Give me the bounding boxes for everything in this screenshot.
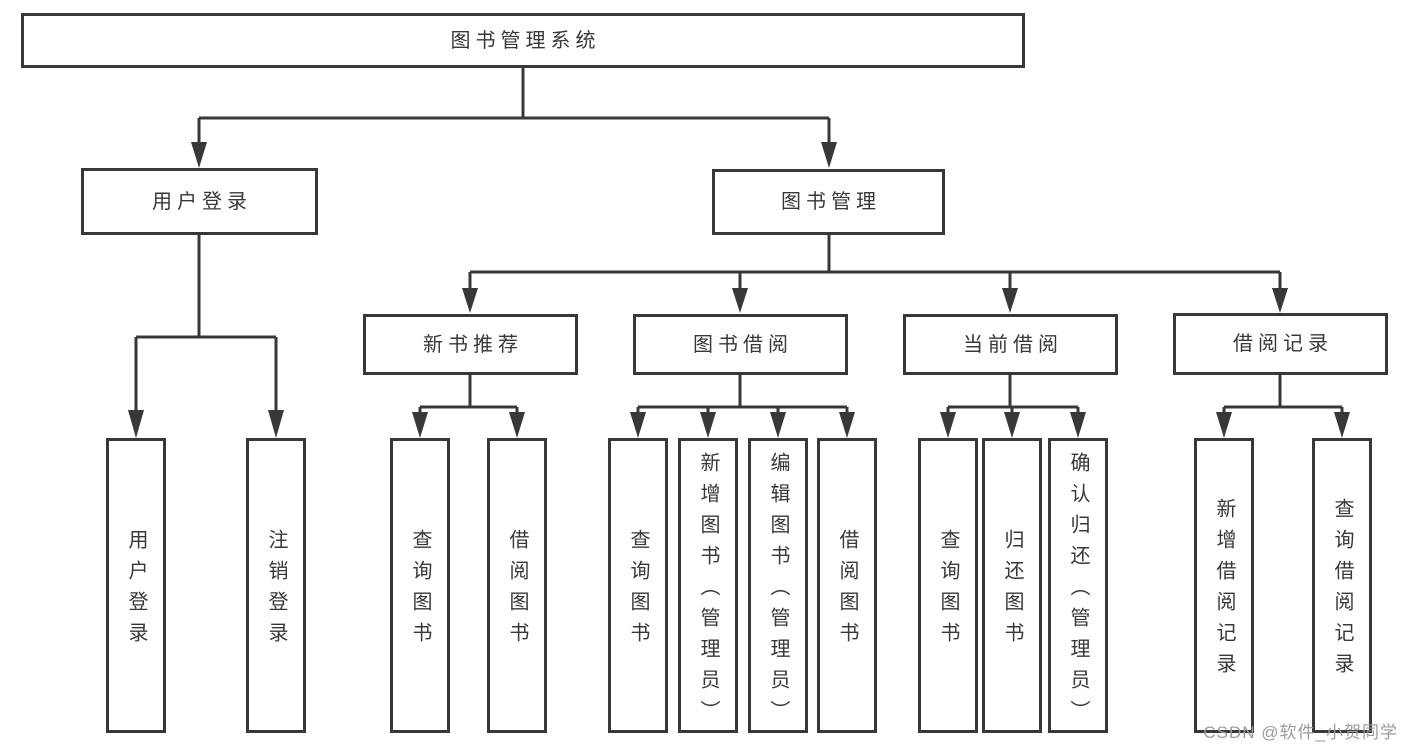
- node-label: 用户登录: [152, 190, 252, 213]
- node-current-borrowing: 当前借阅: [903, 314, 1118, 375]
- node-label: 查询借阅记录: [1331, 498, 1353, 684]
- node-label: 确认归还（管理员）: [1067, 451, 1089, 731]
- node-label: 图书管理: [781, 191, 881, 213]
- node-new-book-recommend: 新书推荐: [363, 314, 578, 375]
- leaf-query-books-current: 查询图书: [918, 438, 978, 733]
- node-label: 借阅图书: [506, 529, 528, 653]
- node-library-system: 图书管理系统: [21, 13, 1025, 68]
- leaf-edit-books-admin: 编辑图书（管理员）: [748, 438, 808, 733]
- node-label: 编辑图书（管理员）: [767, 451, 789, 731]
- node-book-borrowing: 图书借阅: [633, 314, 848, 375]
- node-label: 注销登录: [265, 529, 287, 653]
- leaf-add-books-admin: 新增图书（管理员）: [678, 438, 738, 733]
- node-label: 图书借阅: [693, 333, 793, 356]
- node-label: 图书管理系统: [450, 29, 601, 52]
- leaf-confirm-return-admin: 确认归还（管理员）: [1048, 438, 1108, 733]
- node-label: 查询图书: [627, 529, 649, 653]
- node-label: 借阅图书: [836, 529, 858, 653]
- leaf-borrow-books-recommend: 借阅图书: [487, 438, 547, 733]
- branch-borrow-records-to-leaves: [1216, 375, 1350, 438]
- leaf-add-borrow-record: 新增借阅记录: [1194, 438, 1254, 733]
- leaf-query-books-recommend: 查询图书: [390, 438, 450, 733]
- node-label: 归还图书: [1001, 529, 1023, 653]
- node-label: 用户登录: [125, 529, 147, 653]
- node-label: 查询图书: [409, 529, 431, 653]
- node-label: 当前借阅: [963, 333, 1063, 356]
- leaf-query-books-borrowing: 查询图书: [608, 438, 668, 733]
- branch-new-book-recommend-to-leaves: [412, 375, 525, 438]
- leaf-return-books: 归还图书: [982, 438, 1042, 733]
- node-label: 查询图书: [937, 529, 959, 653]
- node-label: 新增图书（管理员）: [697, 451, 719, 731]
- branch-book-borrowing-to-leaves: [630, 375, 855, 438]
- branch-current-borrowing-to-leaves: [940, 375, 1086, 438]
- node-user-login: 用户登录: [81, 168, 318, 235]
- node-label: 借阅记录: [1233, 333, 1333, 355]
- leaf-query-borrow-record: 查询借阅记录: [1312, 438, 1372, 733]
- branch-user-login-to-leaves: [128, 235, 284, 438]
- branch-root-to-level2: [191, 68, 837, 168]
- csdn-watermark: CSDN @软件_小贺同学: [1203, 723, 1398, 742]
- node-book-management: 图书管理: [712, 169, 945, 235]
- branch-book-management-to-level3: [462, 235, 1288, 313]
- leaf-borrow-books-borrowing: 借阅图书: [817, 438, 877, 733]
- leaf-user-login: 用户登录: [106, 438, 166, 733]
- node-label: 新增借阅记录: [1213, 498, 1235, 684]
- node-borrow-records: 借阅记录: [1173, 313, 1388, 375]
- node-label: 新书推荐: [423, 333, 523, 356]
- leaf-logout: 注销登录: [246, 438, 306, 733]
